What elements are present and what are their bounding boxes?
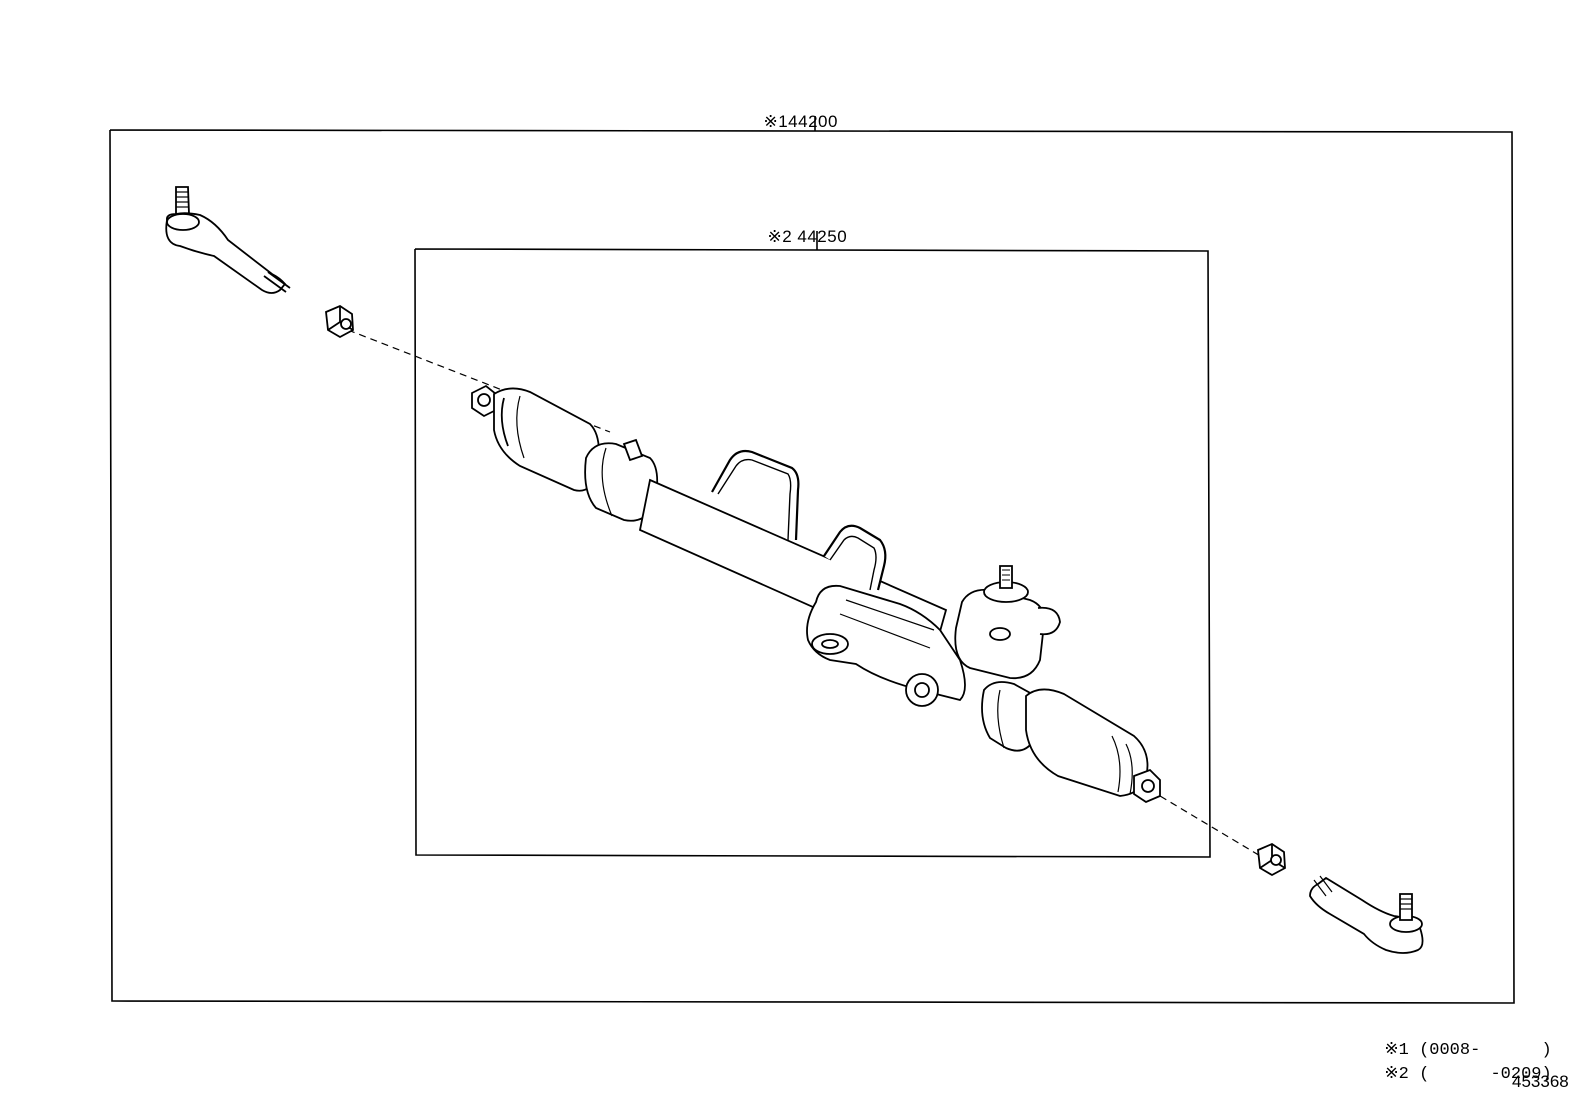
assembly-part-number: 44200 [788,112,838,131]
note-2-range: ( -0209) [1419,1065,1552,1084]
note-1-range: (0008- ) [1419,1041,1552,1060]
axis-line-right [1149,789,1263,858]
gear-frame [414,248,1211,858]
gear-part-number: 44250 [797,227,848,246]
date-note-2: ※2 ( -0209) [1364,1044,1552,1084]
nut-left [325,304,354,339]
note-2-mark: ※2 [1384,1065,1409,1084]
tie-rod-end-right [1309,875,1424,954]
tie-rod-end-left [165,186,291,294]
note-1-mark: ※1 [1384,1041,1409,1060]
assembly-frame [109,129,1515,1004]
gear-callout-mark: ※2 [767,227,793,246]
gear-callout: ※2 44250 [757,207,847,247]
steering-rack [471,384,1161,804]
assembly-callout-mark: ※1 [763,112,789,131]
figure-id: 453368 [1512,1072,1569,1091]
date-note-1: ※1 (0008- ) [1364,1020,1552,1060]
assembly-callout: ※144200 [753,92,838,132]
nut-right [1257,842,1286,877]
